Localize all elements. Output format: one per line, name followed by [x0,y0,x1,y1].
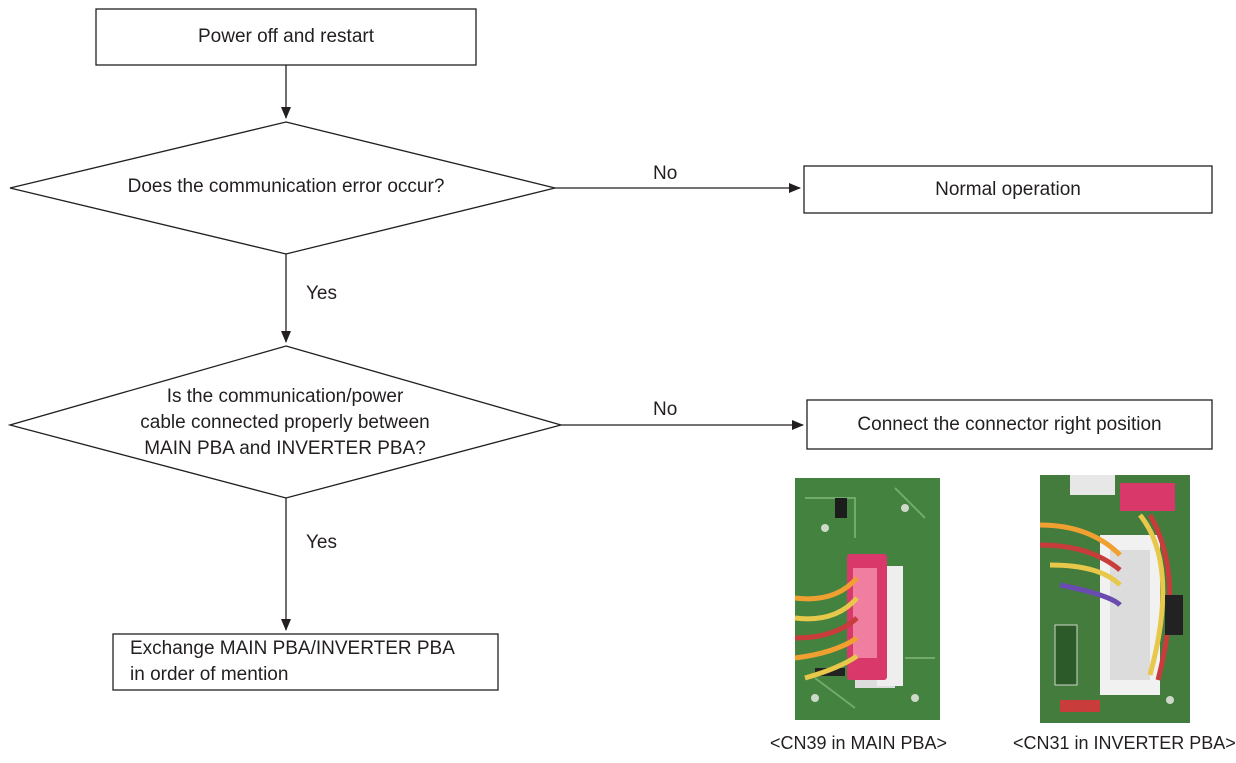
cn39-caption: <CN39 in MAIN PBA> [770,733,948,753]
edge-yes1-label: Yes [306,283,337,304]
start-label: Power off and restart [197,26,375,47]
cn39-main-pba-photo [794,478,940,720]
decision2-line-2: cable connected properly between [140,412,430,433]
decision2-line-3: MAIN PBA and INVERTER PBA? [144,438,426,459]
edge-no1-label: No [653,163,678,184]
exchange-box [112,633,499,691]
exchange-line-1: Exchange MAIN PBA/INVERTER PBA [130,638,455,659]
edge-no2-label: No [653,399,678,420]
cn31-inverter-pba-photo [1039,475,1190,723]
normal-box [803,165,1213,214]
cn31-caption: <CN31 in INVERTER PBA> [1013,733,1236,753]
decision1-label: Does the communication error occur? [127,176,445,197]
start-box [95,8,477,66]
decision2-line-1: Is the communication/power [166,386,404,407]
exchange-line-2: in order of mention [130,664,289,685]
edge-yes2-label: Yes [306,532,337,553]
connect-label: Connect the connector right position [857,414,1162,435]
normal-label: Normal operation [935,179,1081,200]
connect-box [806,399,1213,450]
